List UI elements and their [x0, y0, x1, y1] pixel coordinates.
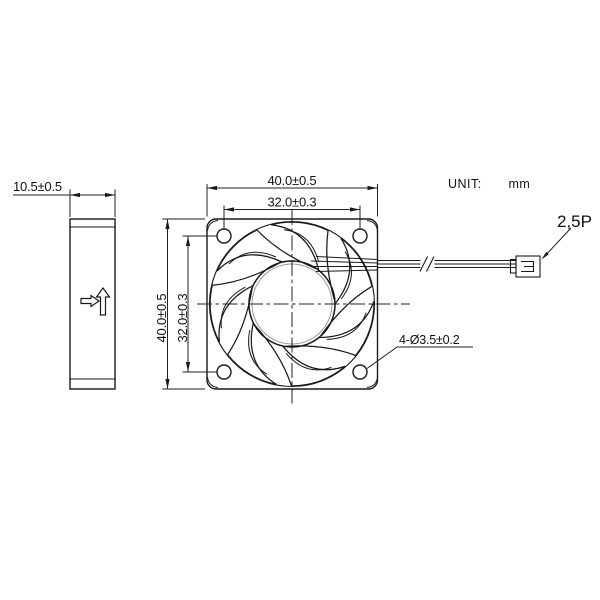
connector-neck — [509, 258, 517, 274]
connector-body — [515, 255, 541, 278]
dim-arrow-icon — [105, 192, 115, 198]
connector-pins — [521, 260, 535, 273]
rotation-direction-arrow-icon — [95, 286, 111, 316]
dim-arrow-icon — [70, 192, 80, 198]
leader-arrow-icon — [541, 251, 549, 260]
airflow-direction-arrow-icon — [80, 294, 101, 308]
dim-frame-height-label: 40.0±0.5 — [154, 294, 169, 343]
connector-label: 2,5P — [557, 212, 592, 231]
dim-frame-width: 40.0±0.5 — [206, 173, 378, 217]
dim-hole-spacing-vertical: 32.0±0.3 — [175, 235, 217, 373]
dim-arrow-icon — [165, 219, 170, 229]
side-view-body — [69, 218, 116, 390]
dim-arrow-icon — [165, 379, 170, 389]
mounting-hole-top-left — [216, 228, 232, 244]
side-view — [69, 218, 116, 390]
corner-fillet — [366, 376, 378, 388]
mounting-holes-label: 4-Ø3.5±0.2 — [399, 333, 460, 347]
dim-arrow-icon — [367, 185, 378, 191]
mounting-hole-bottom-right — [352, 364, 368, 380]
external-wires — [378, 256, 516, 272]
dim-side-thickness-label: 10.5±0.5 — [13, 179, 62, 194]
dim-frame-width-label: 40.0±0.5 — [268, 173, 317, 188]
corner-fillet — [207, 376, 219, 388]
fan-blades — [186, 198, 393, 404]
label-connector: 2,5P — [541, 212, 592, 260]
connector-2p — [509, 255, 541, 278]
dim-arrow-icon — [185, 236, 191, 246]
dim-side-thickness: 10.5±0.5 — [13, 179, 116, 217]
unit-note-value: mm — [509, 177, 531, 191]
unit-note: UNIT: mm — [448, 177, 530, 191]
unit-note-label: UNIT: — [448, 177, 482, 191]
dim-arrow-icon — [224, 207, 234, 212]
dim-arrow-icon — [350, 207, 360, 212]
dim-hole-spacing-vertical-label: 32.0±0.3 — [175, 294, 190, 343]
callout-mounting-holes: 4-Ø3.5±0.2 — [366, 333, 473, 369]
dim-arrow-icon — [207, 185, 217, 191]
lead-wires — [310, 255, 379, 273]
mounting-hole-bottom-left — [216, 364, 232, 380]
dim-frame-height: 40.0±0.5 — [154, 218, 205, 390]
dim-arrow-icon — [185, 362, 191, 372]
front-view — [186, 198, 410, 407]
mounting-hole-top-right — [352, 228, 368, 244]
dim-hole-spacing-horizontal: 32.0±0.3 — [223, 195, 361, 230]
corner-fillet — [366, 220, 378, 232]
dim-hole-spacing-horizontal-label: 32.0±0.3 — [268, 195, 317, 210]
wire-break-marks — [419, 256, 435, 272]
corner-fillet — [207, 220, 219, 232]
